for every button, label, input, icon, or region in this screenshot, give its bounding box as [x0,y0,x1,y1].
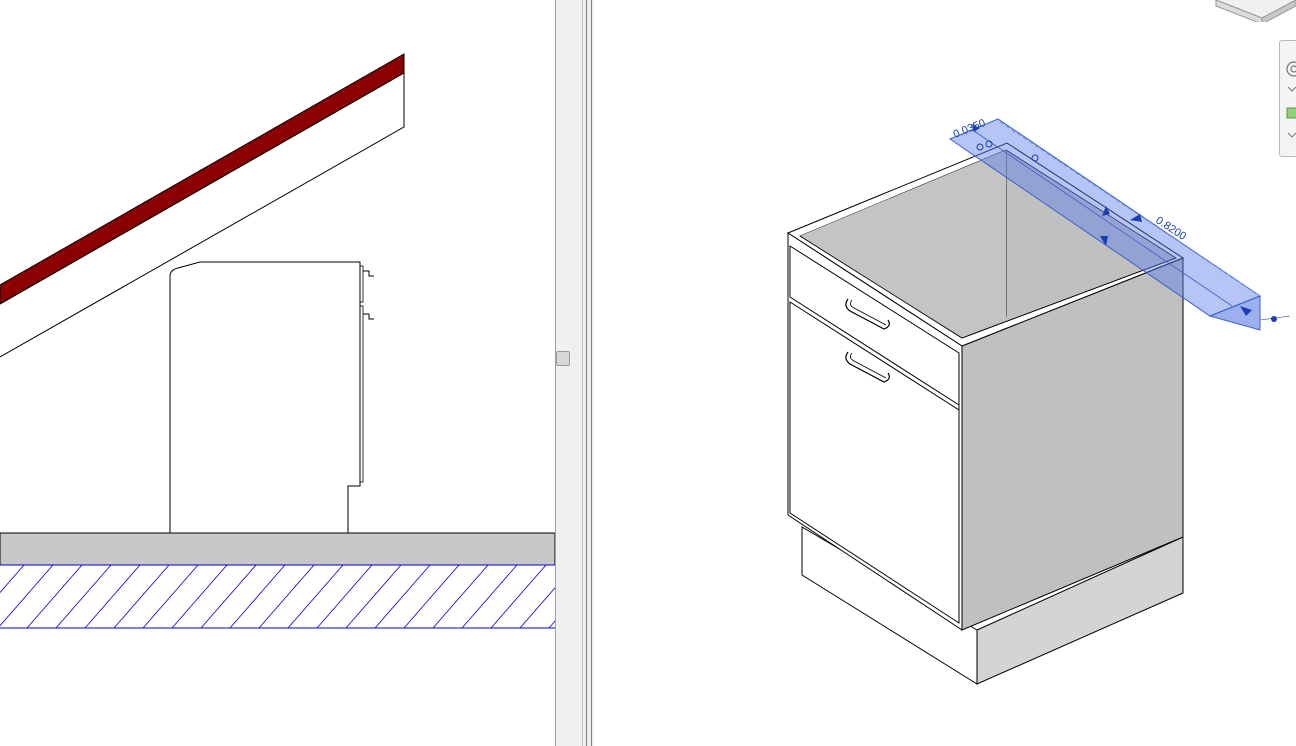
grip-point[interactable] [985,140,993,148]
grip-point[interactable] [1031,154,1039,162]
drag-arrow-icon[interactable] [1240,306,1252,316]
hatch-line [55,565,112,628]
door-handle-3d-inner [850,352,887,379]
cabinet-base-side [976,536,1184,685]
zoom-icon[interactable] [1286,107,1296,121]
hatch-line [432,565,489,628]
drag-arrow-icon[interactable] [972,124,980,132]
hatch-line [374,565,431,628]
hatch-line [113,565,170,628]
selected-element[interactable] [948,118,1262,331]
grip-point[interactable] [1271,316,1277,322]
hatch-line [229,565,286,628]
hatch-line [403,565,460,628]
view-splitter[interactable] [555,0,594,746]
hatch-line [171,565,228,628]
chevron-down-icon[interactable] [1286,85,1296,93]
door-handle [363,313,374,320]
grip-point[interactable] [976,143,984,151]
drag-arrow-icon[interactable] [1102,206,1110,216]
steering-wheel-icon[interactable] [1286,61,1296,77]
hatch-line [490,565,547,628]
cabinet-profile [169,261,361,533]
3d-canvas: 0.0350 0.8200 [786,117,1291,685]
hatch-line [200,565,257,628]
drag-arrow-icon[interactable] [1100,236,1108,246]
hatch-pattern [0,565,555,628]
cabinet-interior-left [800,150,1006,338]
viewcube-icon[interactable] [1208,0,1296,22]
hatch-line [142,565,199,628]
drawer-handle [363,270,374,277]
hatch-line [84,565,141,628]
section-view[interactable] [0,0,555,746]
door-front-edge [359,305,364,483]
drawer-front-edge [359,265,364,303]
hatch-line [345,565,402,628]
roof-underside [0,73,405,358]
navigation-bar [1279,40,1296,157]
hatch-line [0,565,25,594]
drawer-handle-3d [845,298,890,330]
section-canvas [0,53,555,629]
hatch-line [0,565,54,627]
hatch-line [519,587,555,628]
drawer-handle-3d-inner [850,299,887,326]
hatch-line [461,565,518,628]
3d-view[interactable]: 0.0350 0.8200 [594,0,1296,746]
hatch-line [258,565,315,628]
hatch-line [287,565,344,628]
floor-slab [0,532,555,566]
hatch-line [316,565,373,628]
door-handle-3d [845,351,890,383]
drag-arrow-icon[interactable] [1130,214,1142,222]
chevron-down-icon[interactable] [1286,131,1296,139]
hatch-line [26,565,83,628]
splitter-handle[interactable] [556,351,570,366]
